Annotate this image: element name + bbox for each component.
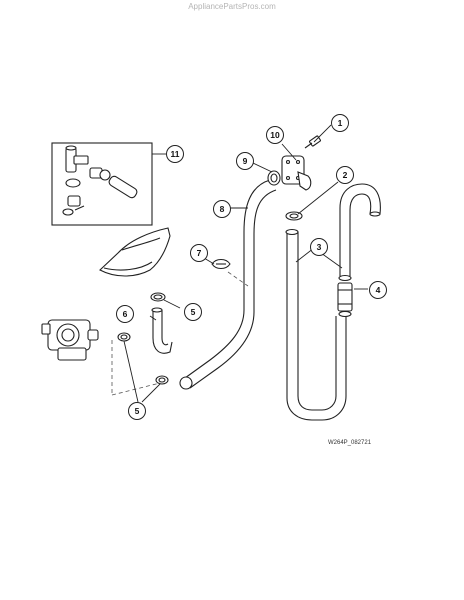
watermark: AppliancePartsPros.com (188, 2, 276, 11)
callout-1: 1 (331, 114, 349, 132)
callout-3: 3 (310, 238, 328, 256)
clamp-lower-2 (155, 375, 169, 385)
callout-11: 11 (166, 145, 184, 163)
callout-5-upper: 5 (184, 303, 202, 321)
callout-8: 8 (213, 200, 231, 218)
clamp-lower-1 (117, 332, 131, 342)
inset-box-part-11 (51, 142, 166, 226)
callout-6: 6 (116, 305, 134, 323)
pump-assembly (41, 319, 99, 361)
shroud-cover (99, 227, 171, 277)
callout-5-lower: 5 (128, 402, 146, 420)
hose-3 (285, 183, 381, 421)
callout-2: 2 (336, 166, 354, 184)
hose-6 (151, 307, 173, 354)
bracket-fitting-10 (281, 155, 312, 191)
hose-8 (179, 179, 277, 390)
clamp-upper (150, 292, 166, 302)
drawing-code: W264P_082721 (328, 440, 372, 446)
connector-4 (337, 282, 353, 318)
callout-10: 10 (266, 126, 284, 144)
clamp-9 (267, 170, 281, 186)
clip-7 (211, 258, 231, 270)
callout-9: 9 (236, 152, 254, 170)
callout-4: 4 (369, 281, 387, 299)
callout-7: 7 (190, 244, 208, 262)
